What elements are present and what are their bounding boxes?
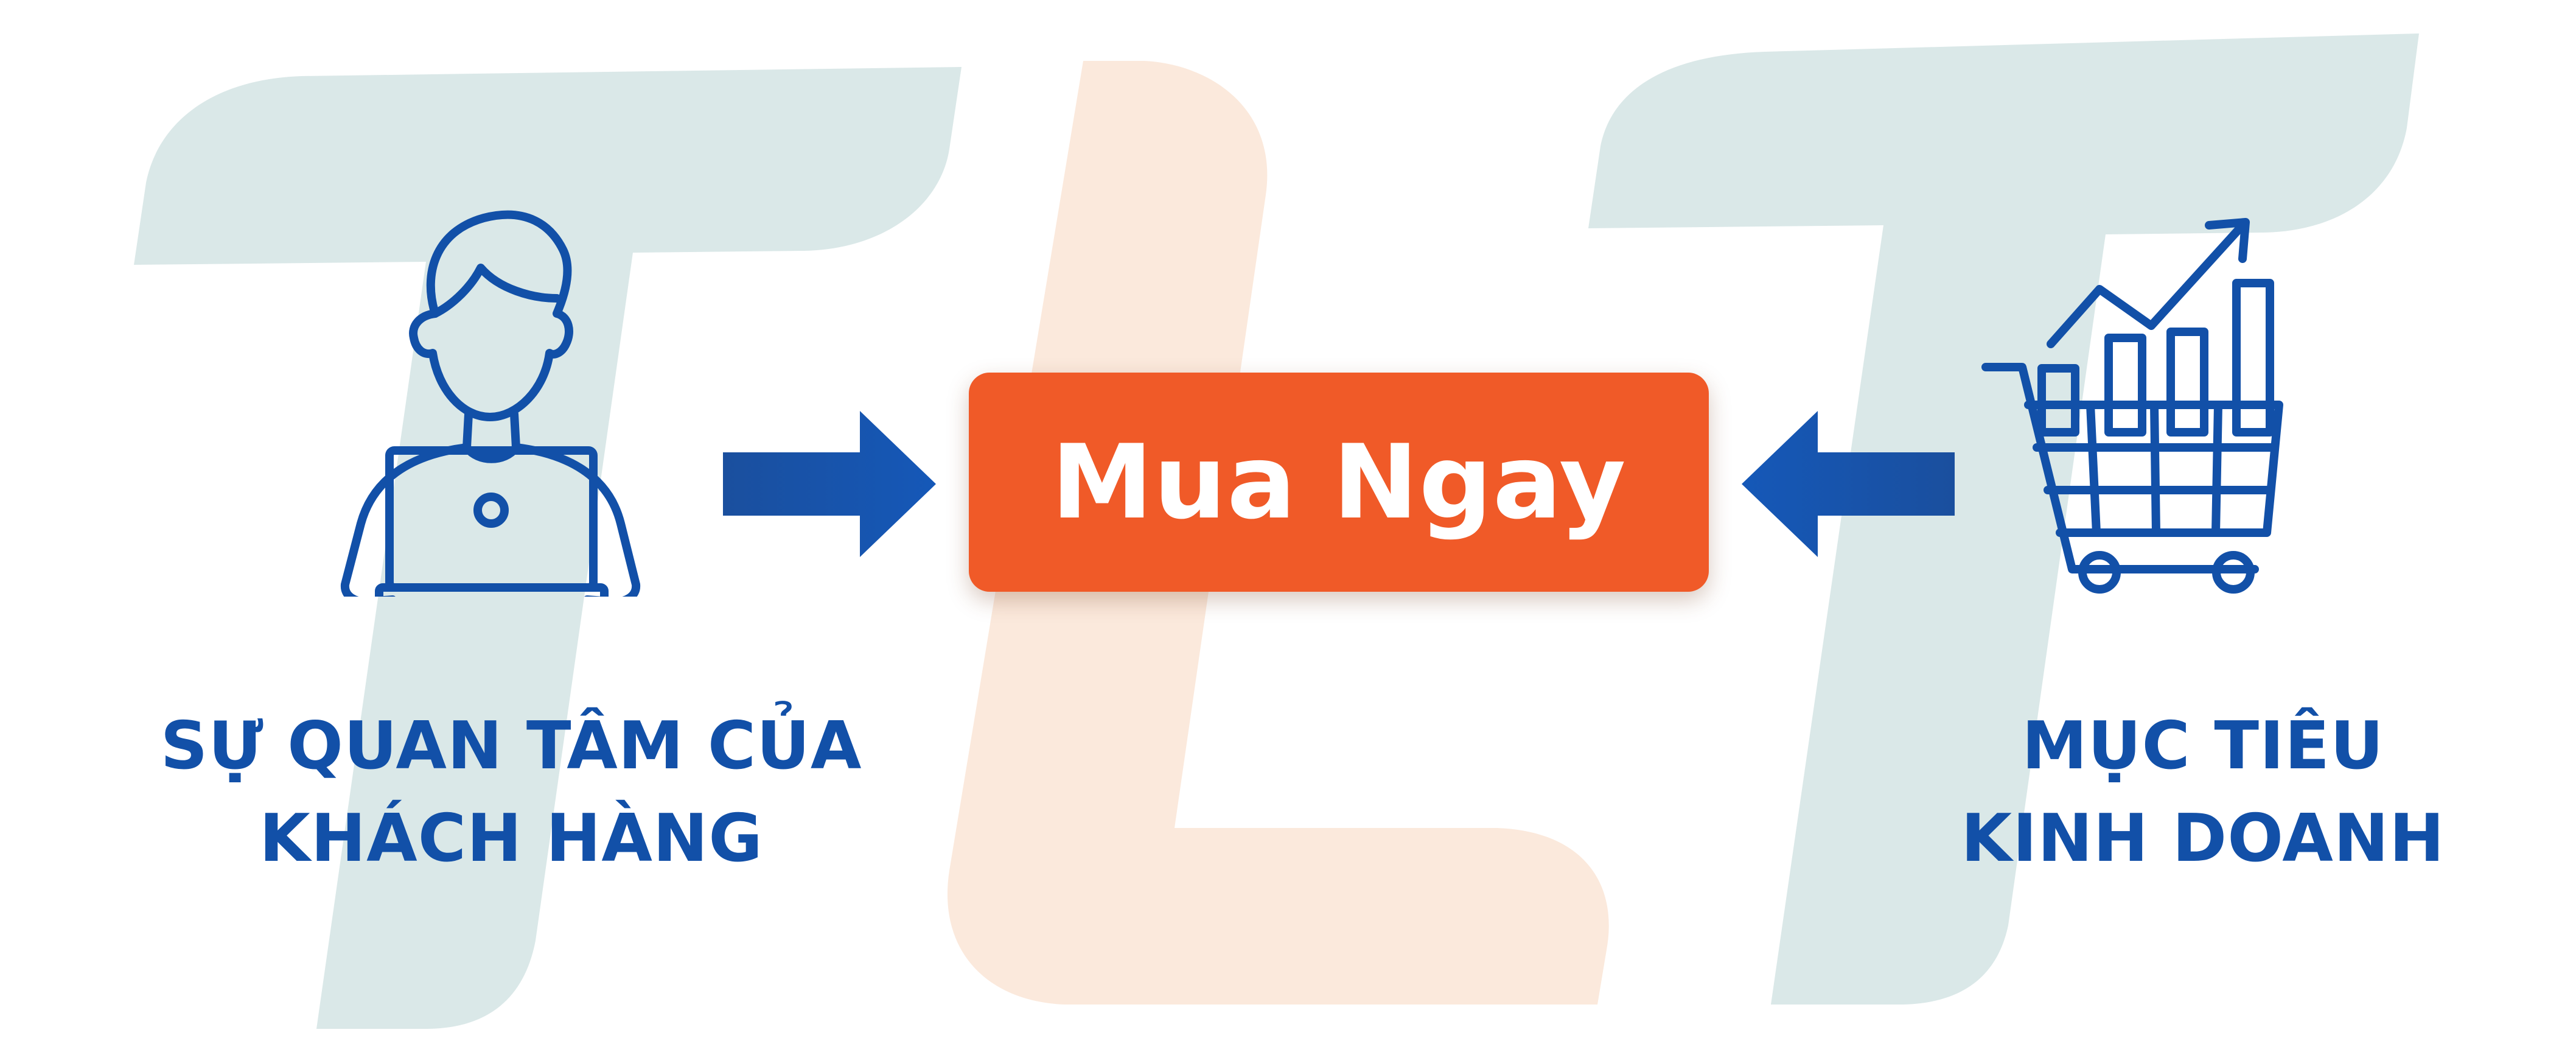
business-goal-caption: MỤC TIÊU KINH DOANH	[1862, 700, 2544, 885]
watermark-letter-l	[947, 61, 1609, 1005]
caption-right-line1: MỤC TIÊU	[2022, 708, 2384, 784]
caption-right-line2: KINH DOANH	[1961, 801, 2445, 877]
person-at-laptop-icon	[340, 210, 641, 597]
mua-ngay-label: Mua Ngay	[1051, 423, 1627, 542]
caption-left-line1: SỰ QUAN TÂM CỦA	[160, 708, 862, 784]
arrow-left-icon	[1742, 411, 1955, 557]
shopping-cart-growth-chart-icon	[1981, 218, 2283, 594]
caption-left-line2: KHÁCH HÀNG	[259, 801, 763, 877]
watermark-letter-t-right	[1588, 33, 2419, 1005]
watermark-letter-t-left	[134, 67, 962, 1029]
mua-ngay-button[interactable]: Mua Ngay	[969, 373, 1709, 592]
arrow-right-icon	[723, 411, 936, 557]
customer-interest-caption: SỰ QUAN TÂM CỦA KHÁCH HÀNG	[110, 700, 913, 885]
